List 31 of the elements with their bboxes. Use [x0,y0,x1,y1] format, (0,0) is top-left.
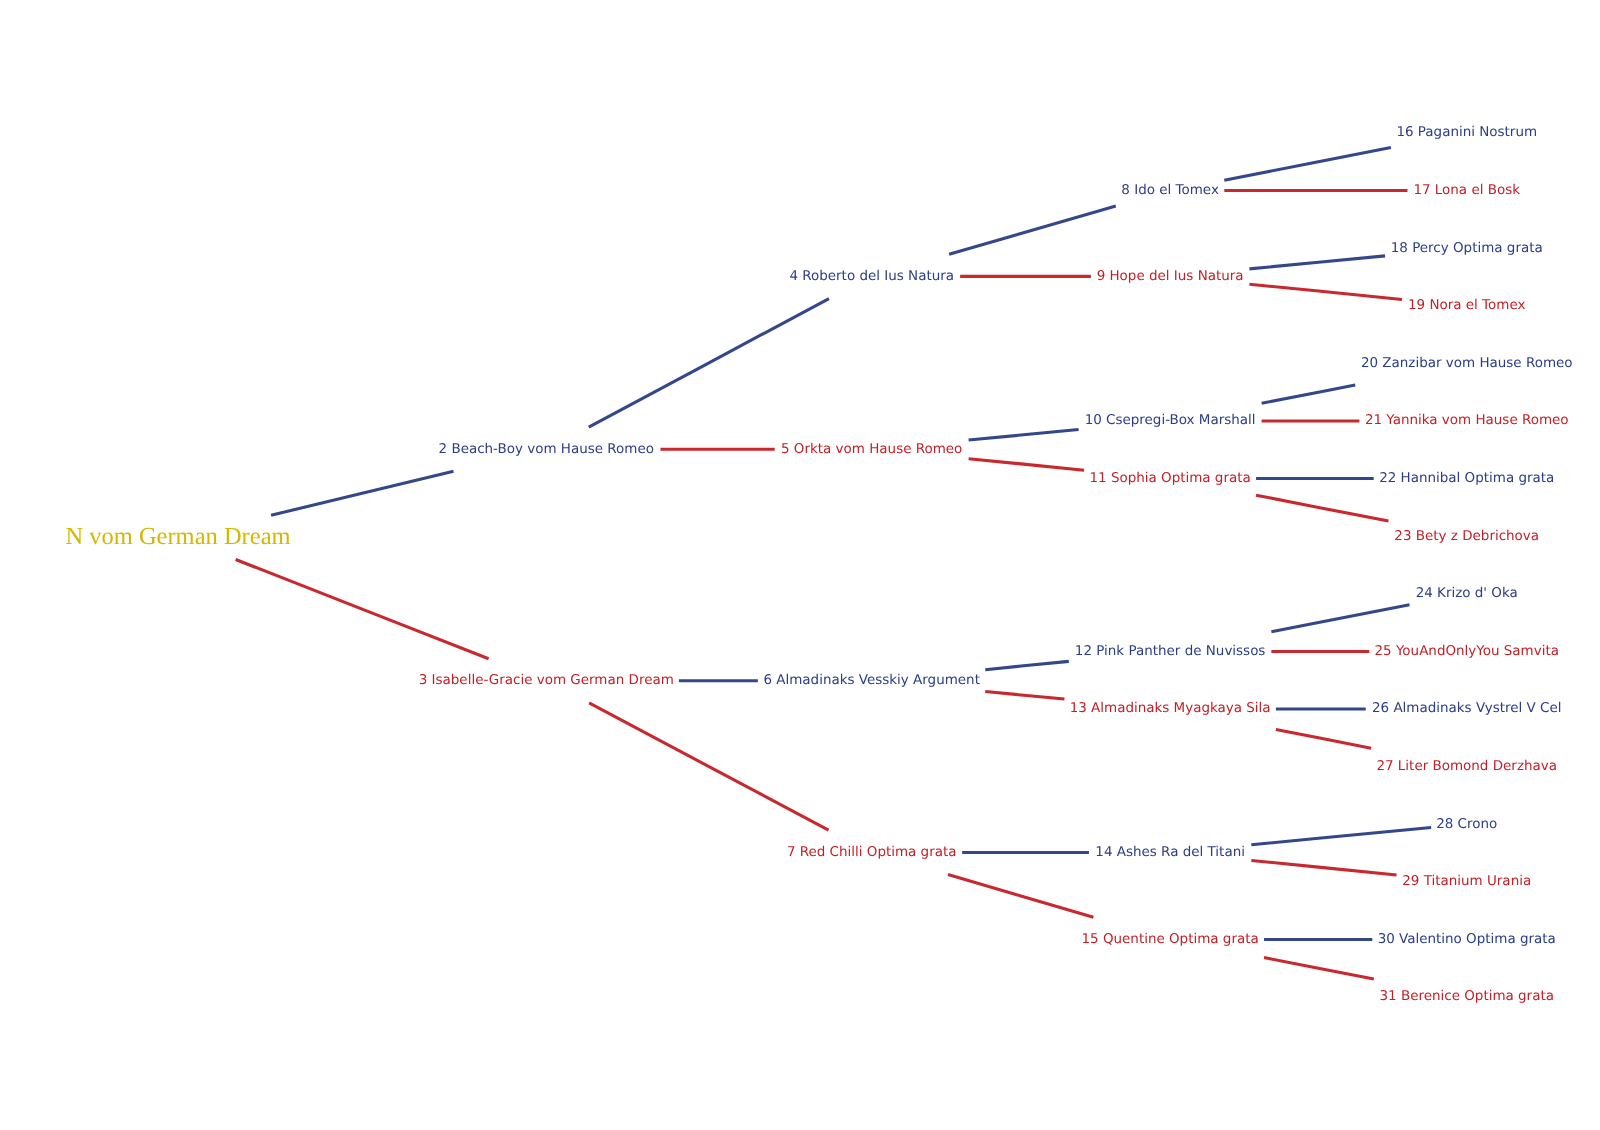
connector [1261,419,1360,423]
connector [1251,826,1432,847]
connector [960,274,1091,278]
connector [1251,858,1397,877]
connector [1224,189,1408,193]
connector [588,297,830,429]
connector [678,679,758,683]
connector [948,204,1117,256]
connector [947,873,1094,919]
connector [235,558,490,661]
connector [985,690,1065,701]
node-text: N vom German Dream [65,521,291,550]
connector [270,469,454,517]
connector [588,701,830,832]
connector [1256,477,1374,481]
connector [660,447,775,451]
connector [1255,493,1389,523]
connector [1271,603,1410,634]
connector [1224,146,1392,182]
connector [1264,937,1373,941]
connector [962,850,1089,854]
connector [1275,707,1366,711]
connector [1261,383,1356,405]
connector [968,428,1079,442]
connector [985,659,1069,672]
connector [1271,649,1370,653]
connector [1263,956,1375,981]
connector [1249,254,1386,271]
connector [1249,282,1403,301]
connector [968,457,1085,472]
connector [1275,727,1372,750]
